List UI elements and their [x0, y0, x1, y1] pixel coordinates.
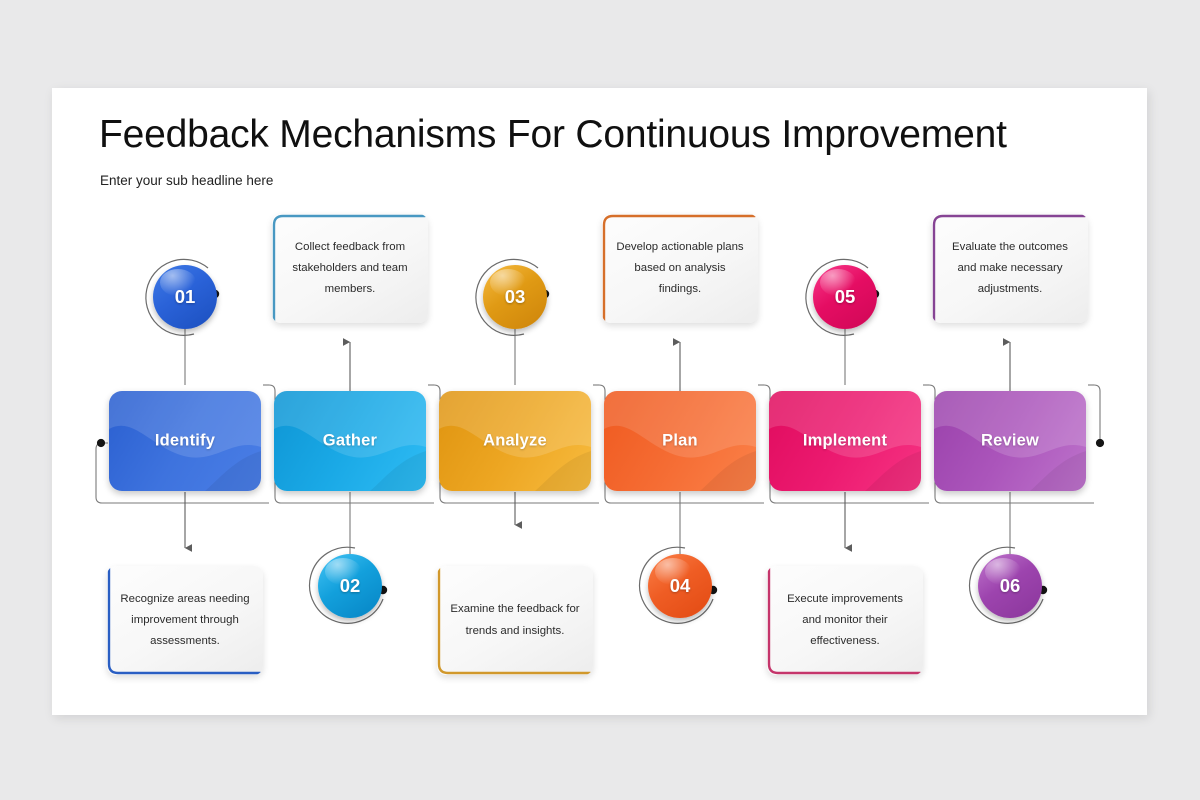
- description-card-gather: Collect feedback from stakeholders and t…: [272, 214, 428, 323]
- description-card-review: Evaluate the outcomes and make necessary…: [932, 214, 1088, 323]
- circle-fill: [978, 554, 1042, 618]
- description-text: Execute improvements and monitor their e…: [787, 592, 903, 648]
- track-end-dot: [1095, 438, 1105, 448]
- page-subtitle: Enter your sub headline here: [100, 173, 274, 188]
- description-card-analyze: Examine the feedback for trends and insi…: [437, 566, 593, 675]
- stage-label: Review: [980, 431, 1040, 450]
- description-text: Examine the feedback for trends and insi…: [450, 603, 580, 637]
- description-card-plan: Develop actionable plans based on analys…: [602, 214, 758, 323]
- step-number-label: 05: [834, 286, 856, 307]
- step-circle-04[interactable]: 04: [637, 543, 723, 629]
- slide-canvas: Feedback Mechanisms For Continuous Impro…: [52, 88, 1147, 715]
- step-number-label: 06: [999, 575, 1021, 596]
- stage-label: Plan: [662, 431, 698, 450]
- circle-fill: [648, 554, 712, 618]
- circle-fill: [483, 265, 547, 329]
- step-circle-05[interactable]: 05: [802, 254, 888, 340]
- card-wave-decor: [274, 391, 426, 491]
- stage-label: Identify: [154, 431, 216, 450]
- stage-card-review[interactable]: Review: [934, 391, 1086, 491]
- step-number-label: 04: [669, 575, 691, 596]
- card-wave-decor: [604, 391, 756, 491]
- card-wave-decor: [439, 391, 591, 491]
- circle-fill: [153, 265, 217, 329]
- description-text: Recognize areas needing improvement thro…: [120, 592, 250, 648]
- step-circle-01[interactable]: 01: [142, 254, 228, 340]
- stage-label: Implement: [802, 431, 888, 450]
- step-number-label: 03: [504, 286, 526, 307]
- stage-card-gather[interactable]: Gather: [274, 391, 426, 491]
- description-text: Develop actionable plans based on analys…: [616, 240, 744, 296]
- circle-fill: [813, 265, 877, 329]
- stage-card-implement[interactable]: Implement: [769, 391, 921, 491]
- stage-label: Gather: [322, 431, 378, 450]
- description-card-identify: Recognize areas needing improvement thro…: [107, 566, 263, 675]
- stage-card-plan[interactable]: Plan: [604, 391, 756, 491]
- track-start-dot: [96, 438, 106, 448]
- step-circle-06[interactable]: 06: [967, 543, 1053, 629]
- description-card-implement: Execute improvements and monitor their e…: [767, 566, 923, 675]
- description-text: Evaluate the outcomes and make necessary…: [952, 240, 1068, 296]
- description-text: Collect feedback from stakeholders and t…: [292, 240, 408, 296]
- stage-label: Analyze: [483, 431, 547, 450]
- page-title: Feedback Mechanisms For Continuous Impro…: [99, 113, 1007, 156]
- stage-card-identify[interactable]: Identify: [109, 391, 261, 491]
- circle-fill: [318, 554, 382, 618]
- card-wave-decor: [934, 391, 1086, 491]
- card-wave-decor: [769, 391, 921, 491]
- step-circle-03[interactable]: 03: [472, 254, 558, 340]
- step-circle-02[interactable]: 02: [307, 543, 393, 629]
- stage-card-analyze[interactable]: Analyze: [439, 391, 591, 491]
- step-number-label: 01: [174, 286, 196, 307]
- step-number-label: 02: [339, 575, 361, 596]
- card-wave-decor: [109, 391, 261, 491]
